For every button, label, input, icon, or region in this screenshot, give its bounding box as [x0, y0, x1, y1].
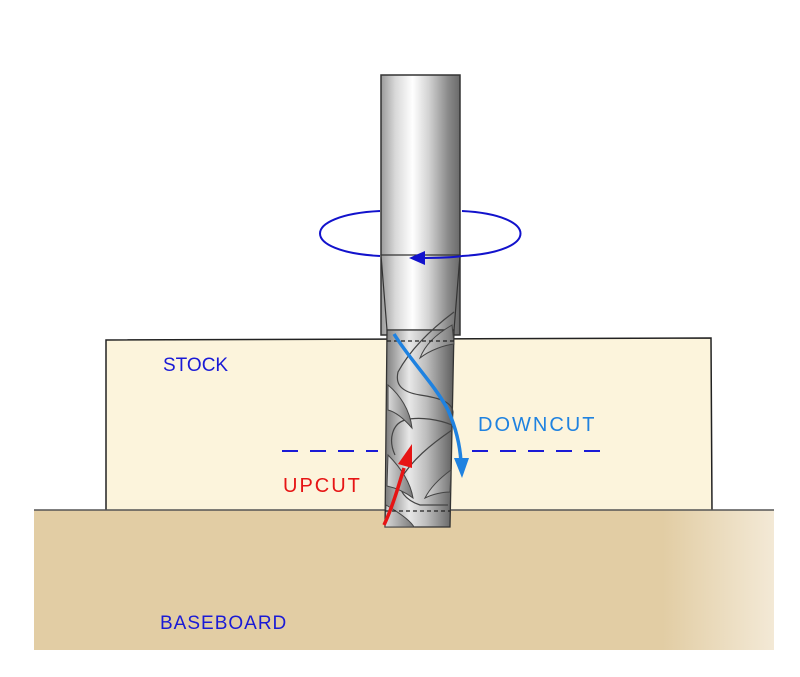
downcut-arrow-icon	[392, 333, 469, 478]
upcut-arrow-icon	[382, 444, 412, 526]
downcut-label: DOWNCUT	[478, 414, 596, 436]
rotation-arrow-icon	[409, 251, 463, 265]
baseboard-block	[34, 509, 774, 650]
rotation-arrow-back	[319, 210, 522, 257]
baseboard-label: BASEBOARD	[160, 613, 287, 634]
stock-label: STOCK	[163, 355, 228, 376]
upcut-label: UPCUT	[283, 475, 362, 497]
spiral-end-mill-icon	[380, 74, 461, 528]
